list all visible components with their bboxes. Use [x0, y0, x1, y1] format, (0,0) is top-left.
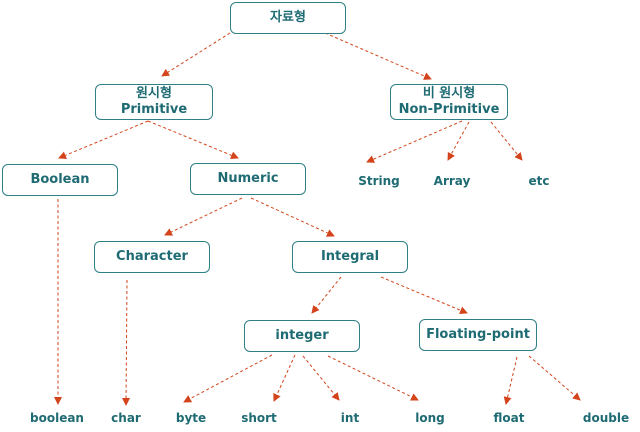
leaf-char: char [111, 411, 141, 425]
edge-floating-double [528, 355, 581, 401]
edge-integer-long [327, 355, 419, 401]
node-datatype: 자료형 [230, 2, 346, 34]
edge-integer-int [302, 355, 340, 401]
leaf-short: short [241, 411, 277, 425]
leaf-byte: byte [175, 411, 207, 425]
node-non-primitive-label-ko: 비 원시형 [422, 86, 476, 101]
leaf-int: int [340, 411, 360, 425]
node-primitive-label-en: Primitive [120, 102, 188, 117]
edge-integer-short [273, 354, 296, 402]
node-numeric-label: Numeric [217, 171, 279, 186]
edge-floating-float [503, 356, 518, 405]
node-integer: integer [244, 320, 360, 352]
leaf-float: float [493, 411, 525, 425]
node-non-primitive: 비 원시형 Non-Primitive [390, 84, 508, 120]
node-integral: Integral [292, 241, 408, 273]
node-floating-point: Floating-point [419, 319, 537, 351]
node-character-label: Character [116, 249, 188, 264]
node-character: Character [94, 241, 210, 273]
edge-character-char [122, 279, 131, 406]
edge-non-primitive-array [447, 121, 470, 161]
node-datatype-label: 자료형 [270, 10, 306, 25]
node-boolean-label: Boolean [30, 172, 90, 187]
edge-non-primitive-string [366, 120, 463, 163]
node-integer-label: integer [275, 328, 329, 343]
edge-non-primitive-etc [490, 121, 523, 161]
edge-integral-floating-point [380, 276, 468, 314]
node-boolean: Boolean [2, 164, 118, 196]
node-integral-label: Integral [320, 249, 380, 264]
node-floating-point-label: Floating-point [426, 327, 530, 342]
edge-datatype-non-primitive [324, 32, 432, 80]
node-primitive: 원시형 Primitive [95, 84, 213, 120]
leaf-array: Array [433, 174, 471, 188]
node-primitive-label-ko: 원시형 [136, 86, 172, 101]
leaf-boolean: boolean [30, 411, 84, 425]
edge-numeric-character [164, 197, 243, 236]
leaf-etc: etc [528, 174, 550, 188]
edge-primitive-boolean [58, 120, 149, 160]
leaf-string: String [358, 174, 400, 188]
edge-datatype-primitive [161, 32, 231, 77]
edge-numeric-integral [250, 197, 335, 237]
leaf-double: double [582, 411, 630, 425]
leaf-long: long [415, 411, 445, 425]
node-numeric: Numeric [190, 163, 306, 195]
edge-primitive-numeric [147, 120, 239, 160]
edge-integral-integer [311, 276, 342, 314]
node-non-primitive-label-en: Non-Primitive [398, 102, 500, 117]
edge-integer-byte [183, 354, 273, 403]
